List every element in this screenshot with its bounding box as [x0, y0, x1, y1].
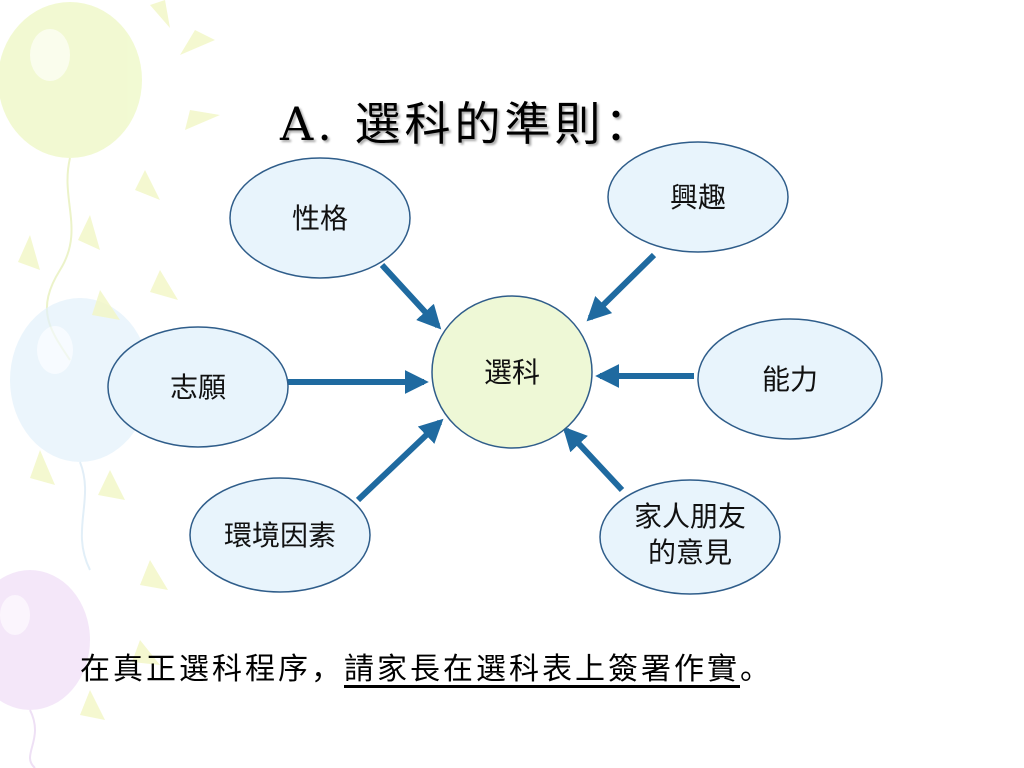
node-family-label-line1: 家人朋友 [633, 500, 746, 533]
node-center [431, 295, 593, 449]
instruction-note-underlined: 請家長在選科表上簽署作實 [344, 652, 740, 687]
purple-balloon-icon [0, 570, 90, 768]
node-family-label-line2: 的意見 [647, 536, 732, 569]
page-title: A. 選科的準則： [280, 97, 655, 151]
node-personality-label: 性格 [291, 202, 348, 235]
node-center-label: 選科 [483, 356, 540, 389]
node-environment [189, 477, 371, 593]
instruction-note: 在真正選科程序，請家長在選科表上簽署作實。 [80, 644, 773, 688]
arrow-environment [355, 418, 444, 503]
arrow-family [562, 426, 625, 493]
sun-rays-decoration [18, 0, 220, 720]
yellow-balloon-icon [0, 2, 142, 361]
instruction-note-suffix: 。 [740, 652, 773, 687]
node-ability-label: 能力 [761, 363, 818, 396]
node-personality [229, 157, 411, 279]
node-environment-label: 環境因素 [223, 519, 336, 552]
node-interest-label: 興趣 [669, 181, 726, 214]
node-ability [697, 318, 883, 440]
node-family [599, 479, 781, 595]
node-aspiration-label: 志願 [169, 371, 226, 404]
arrow-interest [586, 252, 657, 322]
arrow-personality [379, 262, 442, 330]
node-aspiration [107, 326, 289, 448]
blue-balloon-icon [10, 298, 150, 571]
node-interest [607, 141, 789, 253]
instruction-note-prefix: 在真正選科程序， [80, 652, 344, 687]
